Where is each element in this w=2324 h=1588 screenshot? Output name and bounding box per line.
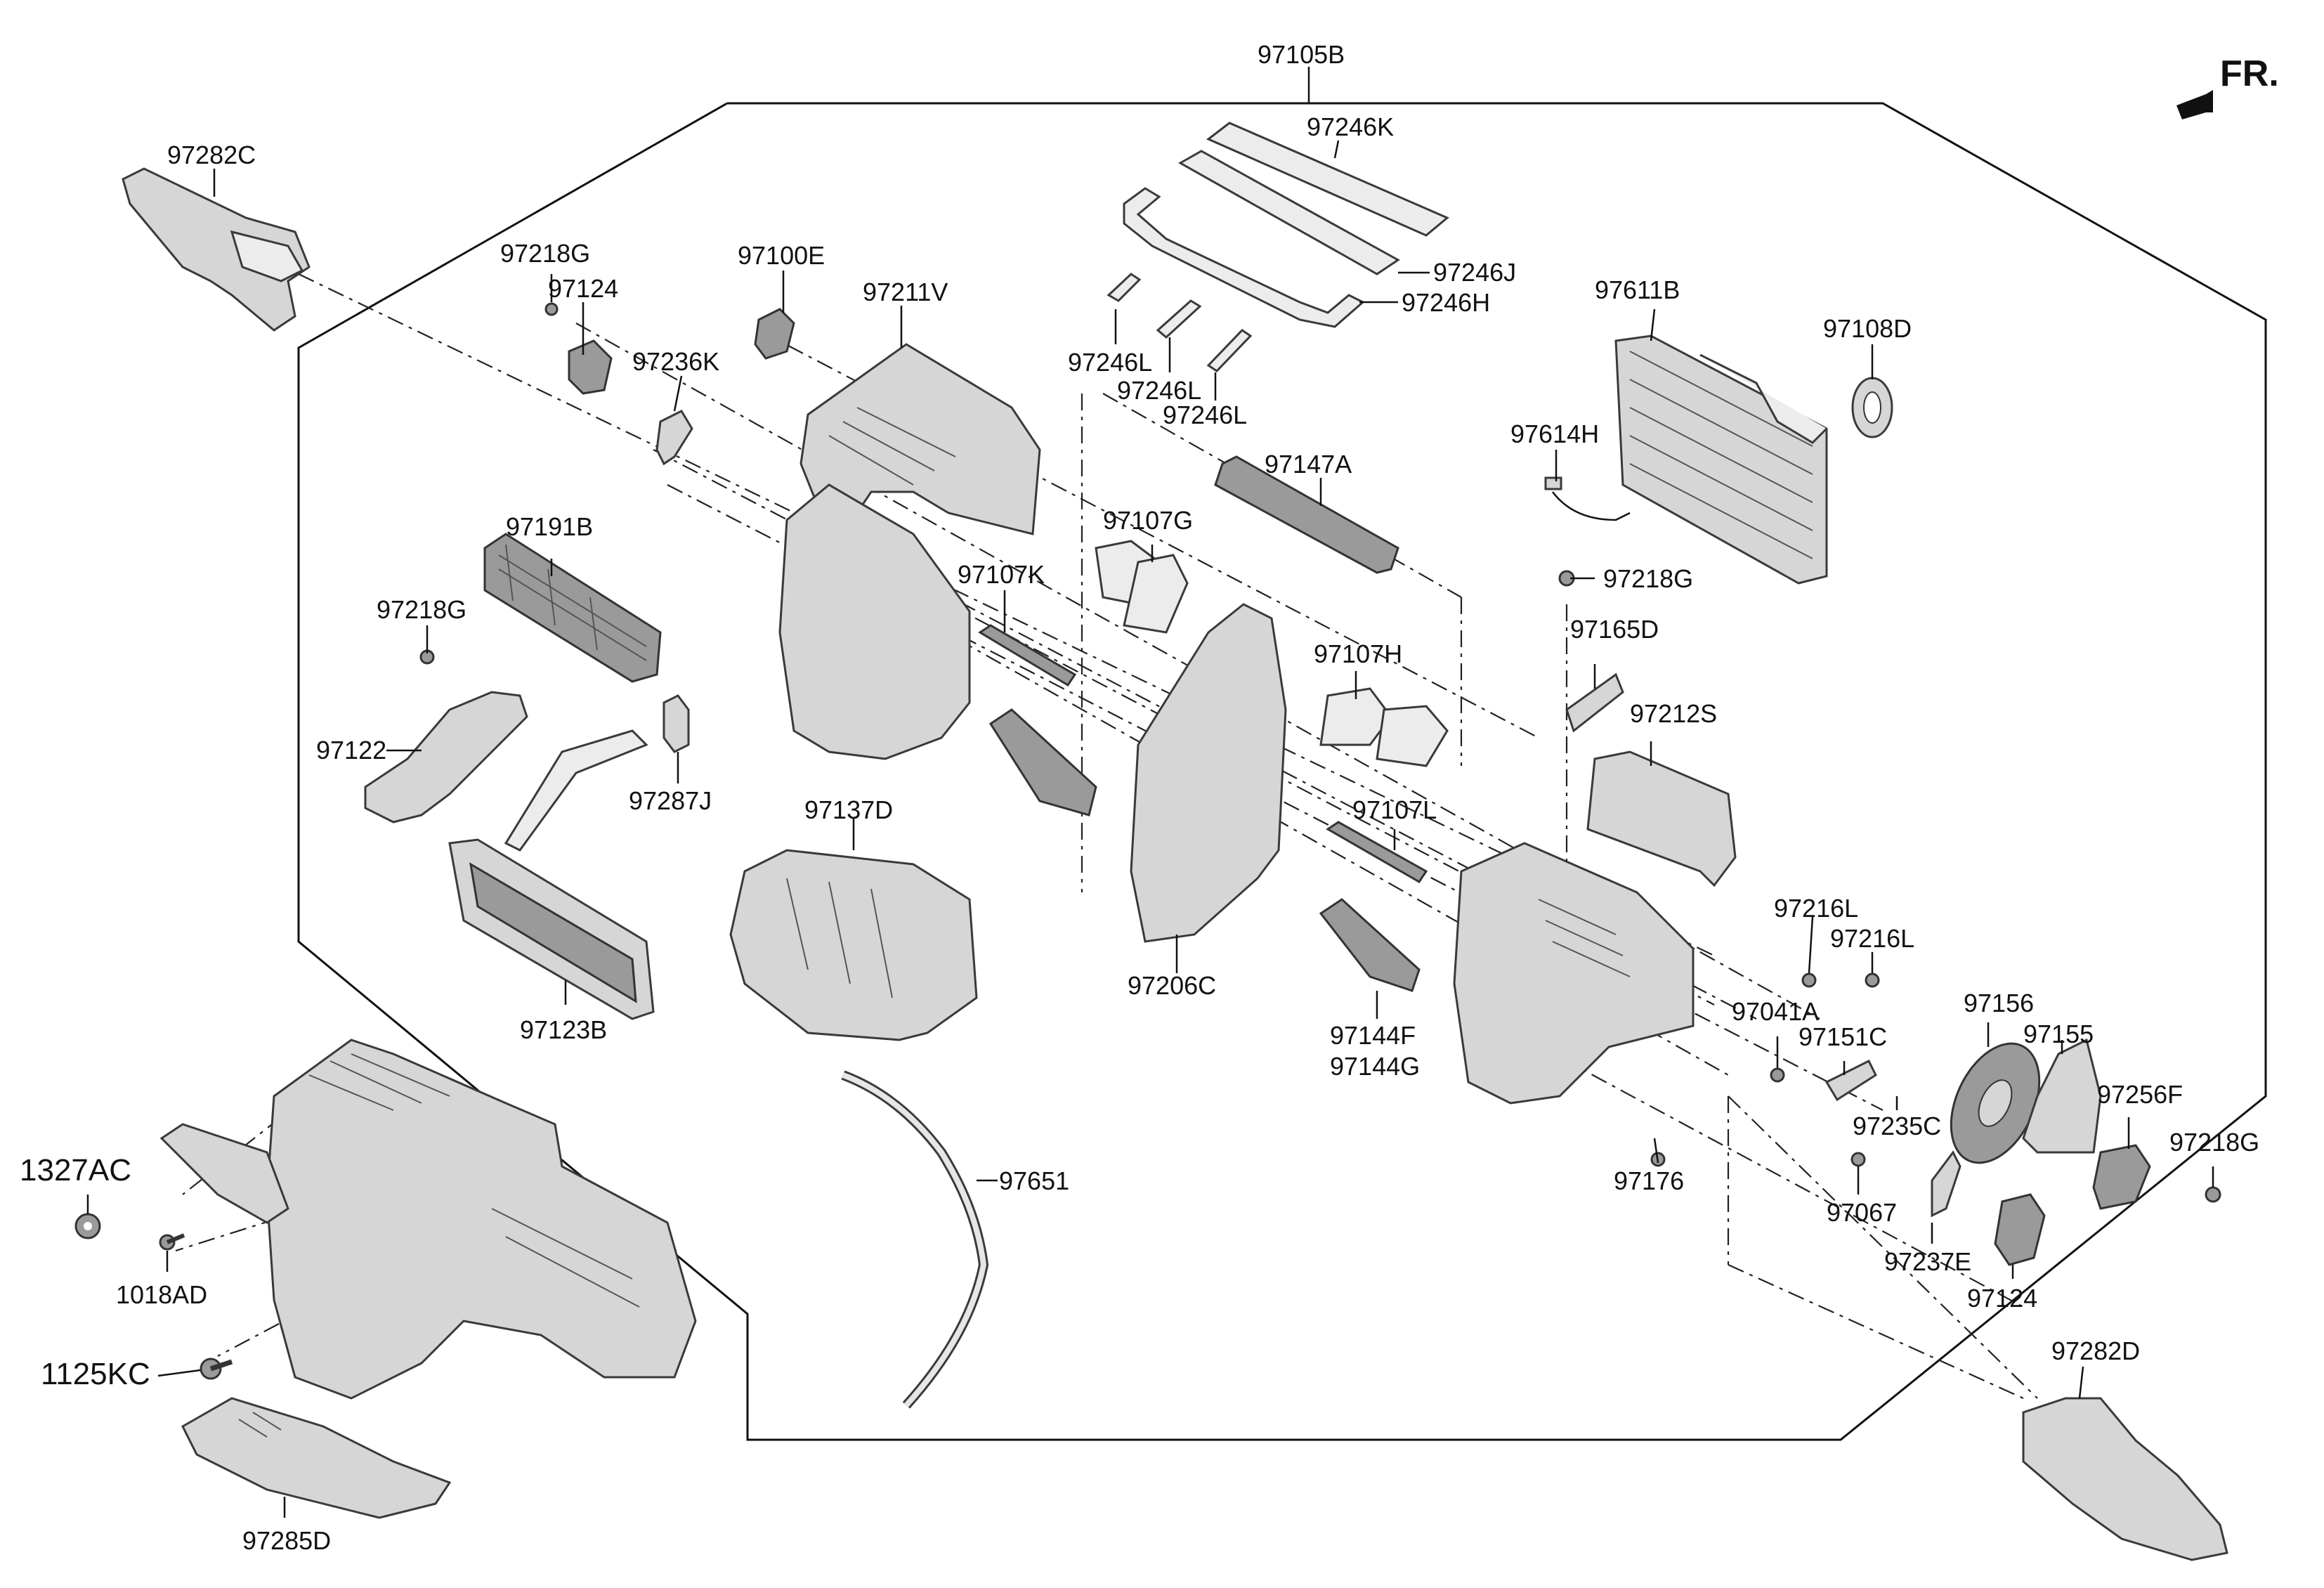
part-1327AC-nut (74, 1213, 101, 1239)
label-97256F: 97256F (2097, 1080, 2183, 1109)
label-97614H: 97614H (1510, 419, 1599, 448)
part-97246-seal-set (1106, 122, 1449, 372)
part-97144F-damper (1319, 898, 1421, 992)
label-97107L: 97107L (1352, 795, 1437, 824)
label-97235C: 97235C (1853, 1112, 1941, 1140)
label-97123B: 97123B (520, 1015, 607, 1044)
part-97256F-actuator (2092, 1144, 2151, 1210)
label-97246L-b: 97246L (1117, 376, 1201, 405)
label-97246K: 97246K (1307, 112, 1394, 141)
label-97611B: 97611B (1595, 275, 1680, 304)
part-97191B-filter (483, 533, 662, 683)
part-97156-gear (1950, 1042, 2041, 1164)
label-97107K: 97107K (958, 560, 1045, 589)
label-1327AC: 1327AC (20, 1153, 131, 1187)
part-97614H-sensor (1544, 476, 1631, 521)
part-97100E-actuator (754, 308, 795, 360)
part-labels: 97105B 97246K 97246J 97246H 97246L 97246… (20, 40, 2259, 1555)
label-97155: 97155 (2023, 1020, 2094, 1048)
part-97165D-bracket (1565, 672, 1624, 733)
part-97287J-grommet (662, 694, 690, 753)
label-97218G-b: 97218G (377, 595, 466, 624)
label-97282D: 97282D (2051, 1336, 2140, 1365)
label-97105B: 97105B (1258, 40, 1345, 69)
part-97123B-heater-core (448, 729, 655, 1020)
label-97651: 97651 (999, 1166, 1069, 1195)
label-97211V: 97211V (863, 278, 948, 306)
part-97155-bracket (2022, 1038, 2102, 1154)
label-97156: 97156 (1964, 989, 2034, 1017)
label-97218G-c: 97218G (1603, 564, 1693, 593)
part-97137D-lower-case (729, 849, 978, 1041)
part-97611B-evaporator (1614, 334, 1828, 585)
front-arrow-icon (2176, 90, 2213, 119)
label-97237E: 97237E (1884, 1247, 1971, 1276)
label-97144G: 97144G (1330, 1052, 1420, 1081)
label-97041A: 97041A (1732, 997, 1819, 1026)
label-97218G-a: 97218G (500, 239, 590, 268)
label-97212S: 97212S (1630, 699, 1717, 728)
label-97107H: 97107H (1314, 639, 1402, 668)
label-97282C: 97282C (167, 141, 256, 169)
part-97282D-duct (2022, 1397, 2228, 1561)
part-97107L-damper (1326, 821, 1428, 884)
label-1125KC: 1125KC (41, 1357, 150, 1391)
label-97216L-a: 97216L (1774, 894, 1858, 923)
label-97100E: 97100E (738, 241, 825, 270)
part-97151C-link (1824, 1059, 1877, 1102)
label-97137D: 97137D (804, 795, 893, 824)
label-97124-b: 97124 (1967, 1284, 2037, 1313)
part-97282C-duct (122, 167, 311, 332)
part-97651-drain-hose (841, 1070, 989, 1409)
label-97151C: 97151C (1799, 1022, 1887, 1051)
part-1125KC-bolt (200, 1358, 233, 1380)
label-97122: 97122 (316, 736, 386, 764)
part-1018AD-bolt (159, 1233, 185, 1251)
label-97124-a: 97124 (548, 274, 618, 303)
label-97236K: 97236K (632, 347, 719, 376)
part-97206C-divider (1130, 603, 1287, 943)
leader-lines (86, 67, 2214, 1518)
front-direction-label: FR. (2220, 53, 2279, 94)
part-97147A-damper (1214, 455, 1399, 574)
label-1018AD: 1018AD (116, 1280, 207, 1309)
part-97107H-doors (1319, 687, 1449, 767)
front-direction-indicator: FR. (2176, 53, 2279, 119)
label-97246J: 97246J (1433, 258, 1516, 287)
label-97191B: 97191B (506, 512, 593, 541)
part-97107G-doors (1095, 540, 1189, 634)
label-97285D: 97285D (242, 1526, 331, 1555)
assembly-frame (297, 102, 2267, 1441)
label-97287J: 97287J (629, 786, 712, 815)
fasteners (419, 302, 2221, 1203)
part-97212S-case-right (1453, 750, 1737, 1105)
label-97144F: 97144F (1330, 1021, 1416, 1050)
label-97147A: 97147A (1265, 450, 1352, 479)
label-97246L-c: 97246L (1163, 401, 1247, 429)
label-97206C: 97206C (1128, 971, 1216, 1000)
part-97107K-damper (978, 624, 1097, 816)
label-97107G: 97107G (1103, 506, 1193, 535)
part-97108D-grommet (1851, 377, 1893, 438)
part-97124-actuator-top (568, 339, 613, 395)
part-97236K-lever (655, 410, 693, 466)
label-97218G-d: 97218G (2169, 1128, 2259, 1157)
part-97122-duct (364, 691, 528, 824)
label-97108D: 97108D (1823, 314, 1912, 343)
label-97067: 97067 (1827, 1198, 1897, 1227)
label-97246L-a: 97246L (1068, 348, 1152, 377)
label-97216L-b: 97216L (1830, 924, 1914, 953)
label-97246H: 97246H (1402, 288, 1490, 317)
assembled-heater-unit (159, 1039, 697, 1400)
part-97285D-cover (181, 1397, 452, 1519)
label-97165D: 97165D (1570, 615, 1659, 644)
part-97237E-lever (1931, 1150, 1961, 1218)
label-97176: 97176 (1614, 1166, 1684, 1195)
part-97124-actuator-bottom (1994, 1193, 2046, 1266)
part-97211V-upper-case (778, 343, 1041, 760)
